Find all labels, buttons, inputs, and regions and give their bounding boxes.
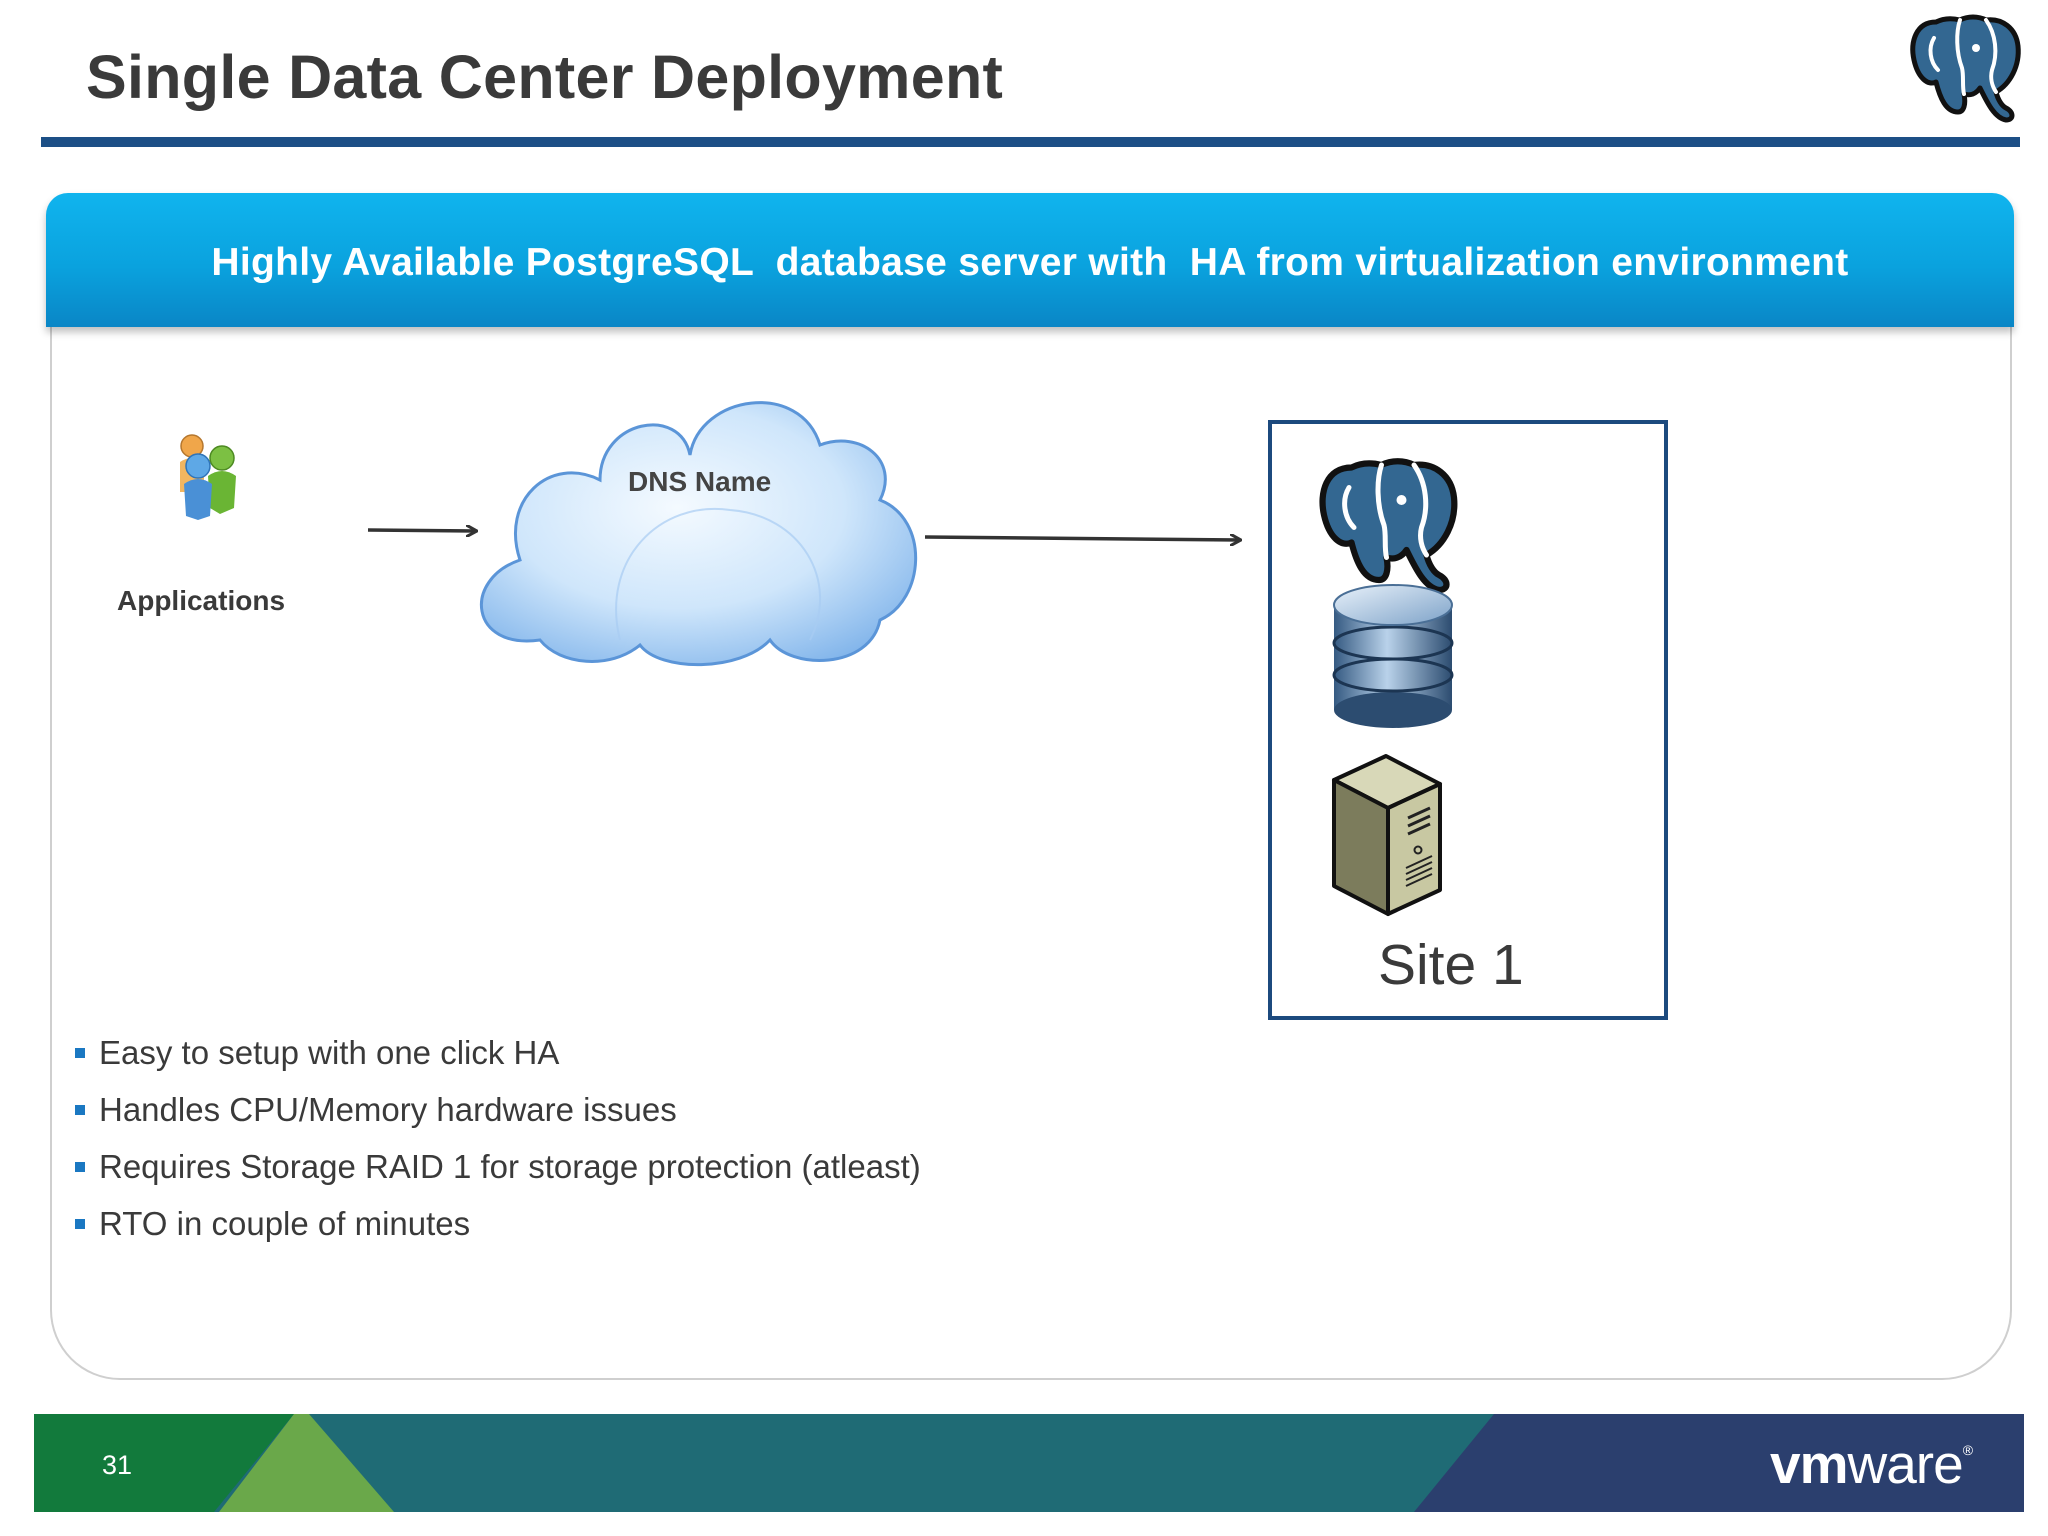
postgresql-elephant-icon [1910,14,2021,123]
bullet-item: Requires Storage RAID 1 for storage prot… [75,1138,921,1195]
bullet-item: Handles CPU/Memory hardware issues [75,1081,921,1138]
subtitle-banner: Highly Available PostgreSQL database ser… [46,193,2014,327]
server-tower-icon [1332,754,1442,916]
vmware-logo: vmware® [1770,1433,1973,1495]
arrow-dns-to-site [924,537,1240,540]
database-icon [1332,584,1454,728]
applications-label: Applications [117,585,286,616]
arrow-apps-to-dns [367,530,476,531]
footer-band [34,1414,2024,1512]
bullet-item: Easy to setup with one click HA [75,1024,921,1081]
bullet-square-icon [75,1218,85,1229]
bullet-square-icon [75,1047,85,1058]
cloud-icon [480,401,918,667]
site-box [1268,420,1668,1020]
title-rule [41,137,2020,147]
slide-title: Single Data Center Deployment [86,43,1004,111]
bullet-item: RTO in couple of minutes [75,1195,921,1252]
users-icon [180,434,236,520]
bullet-square-icon [75,1161,85,1172]
banner-text: Highly Available PostgreSQL database ser… [211,241,1849,284]
bullet-square-icon [75,1104,85,1115]
content-panel [50,300,2012,1380]
page-number: 31 [102,1450,133,1480]
bullet-list: Easy to setup with one click HA Handles … [75,1024,921,1252]
dns-name-label: DNS Name [628,466,772,497]
site-label: Site 1 [1378,933,1524,997]
postgresql-elephant-icon [1319,458,1458,594]
